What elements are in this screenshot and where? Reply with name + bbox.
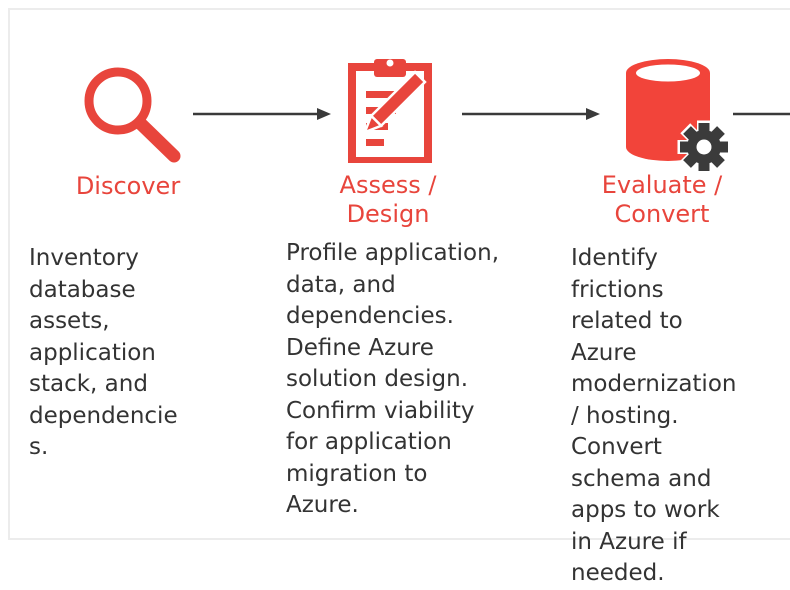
description-line: Define Azure: [286, 334, 434, 361]
description-line: / hosting.: [571, 402, 679, 429]
description-line: migration to: [286, 460, 428, 487]
step-title-assess-design: Assess / Design: [298, 171, 478, 229]
description-line: needed.: [571, 560, 665, 586]
description-line: Identify: [571, 245, 658, 271]
magnifier-icon: [84, 67, 181, 163]
arrow-right-icon: [462, 108, 600, 120]
description-line: frictions: [571, 276, 664, 303]
step-description-discover: Inventory database assets, application s…: [29, 243, 178, 464]
step-title-line: Convert: [614, 200, 710, 228]
description-line: Convert: [571, 434, 662, 460]
description-line: modernization: [571, 371, 737, 397]
description-line: Azure.: [286, 492, 359, 518]
arrow-right-icon: [193, 108, 331, 120]
clipboard-pencil-icon: [348, 59, 432, 163]
description-line: related to: [571, 308, 683, 334]
description-line: s.: [29, 434, 49, 460]
step-title-discover: Discover: [38, 172, 218, 201]
description-line: data, and: [286, 271, 396, 298]
step-title-line: Evaluate /: [601, 171, 723, 199]
description-line: apps to work: [571, 497, 720, 523]
description-line: Inventory: [29, 245, 139, 271]
description-line: application: [29, 339, 156, 366]
description-line: Azure: [571, 339, 637, 366]
description-line: schema and: [571, 465, 712, 492]
step-title-line: Assess /: [339, 171, 437, 199]
database-gear-icon: [626, 59, 731, 173]
description-line: in Azure if: [571, 528, 687, 555]
step-title-line: Discover: [75, 172, 181, 200]
step-description-evaluate-convert: Identify frictions related to Azure mode…: [571, 243, 736, 590]
description-line: for application: [286, 429, 452, 455]
description-line: dependencies.: [286, 303, 454, 329]
description-line: dependencie: [29, 402, 178, 429]
description-line: stack, and: [29, 371, 148, 397]
description-line: assets,: [29, 308, 110, 334]
arrow-right-icon: [733, 112, 790, 116]
step-description-assess-design: Profile application, data, and dependenc…: [286, 238, 499, 522]
description-line: database: [29, 276, 136, 303]
step-title-line: Design: [346, 200, 430, 228]
description-line: Confirm viability: [286, 397, 475, 424]
step-title-evaluate-convert: Evaluate / Convert: [572, 171, 752, 229]
description-line: solution design.: [286, 366, 469, 392]
description-line: Profile application,: [286, 240, 500, 266]
